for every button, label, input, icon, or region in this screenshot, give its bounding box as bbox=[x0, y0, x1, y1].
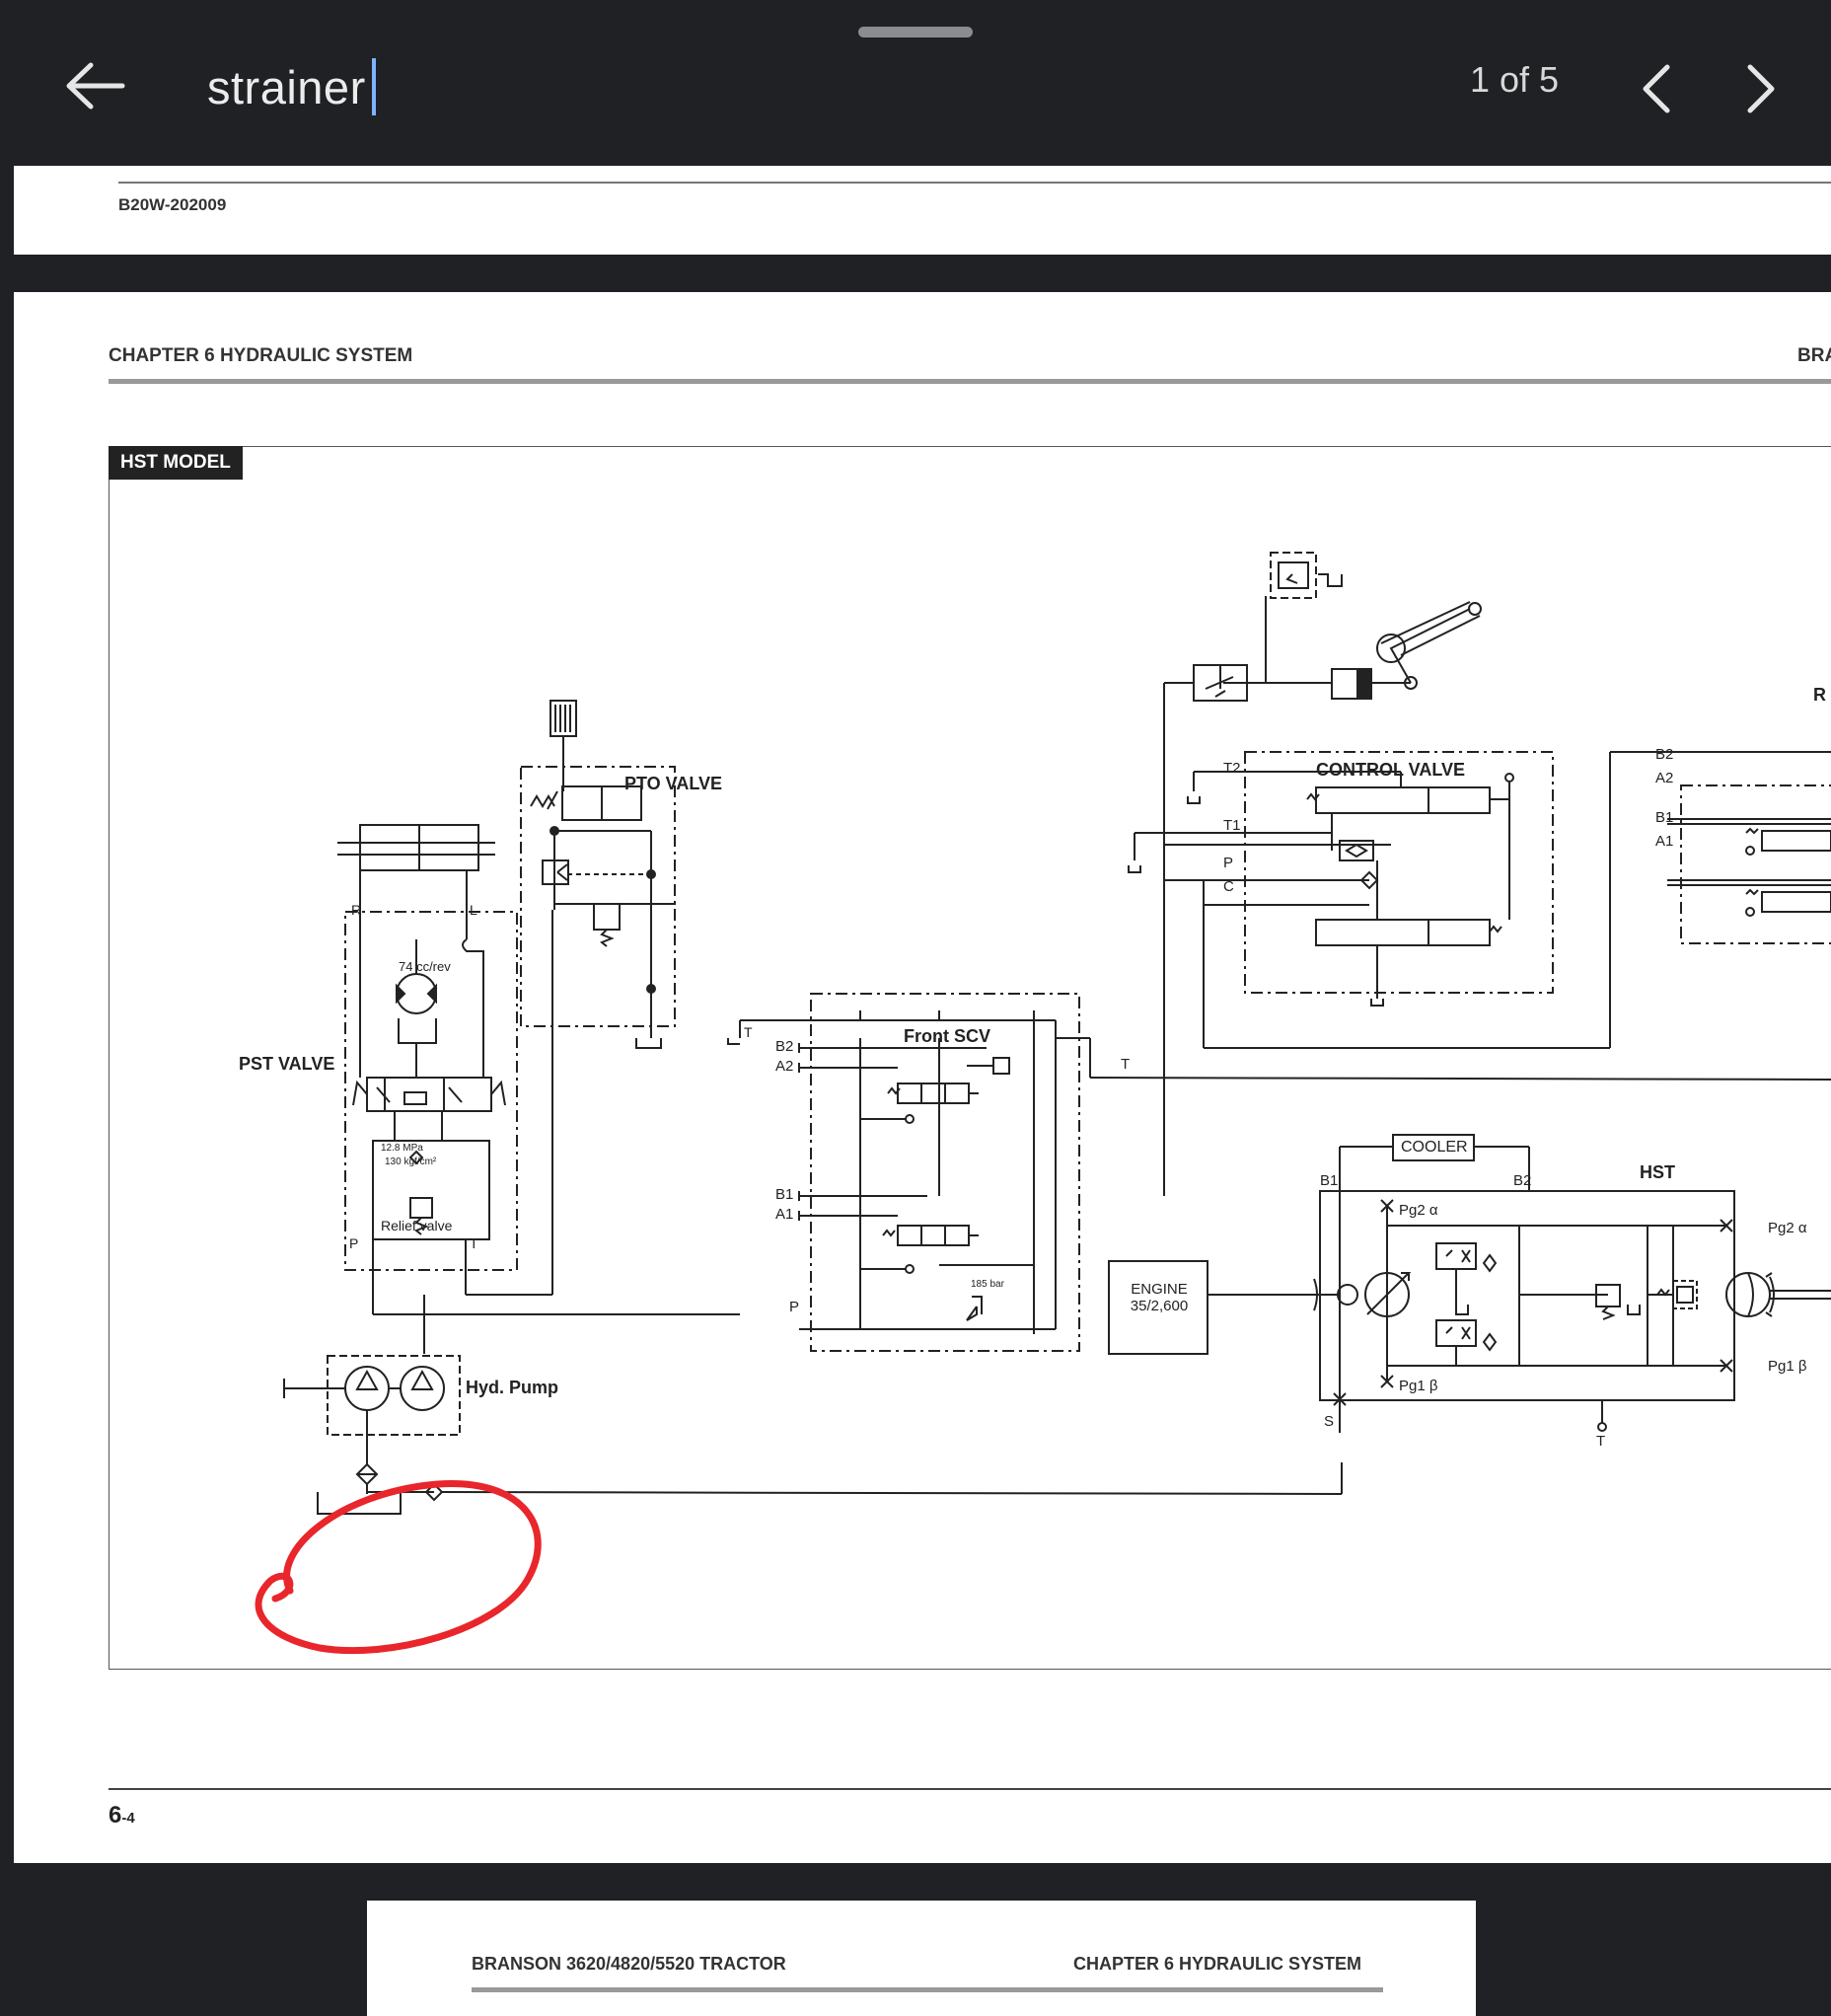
engine-rating: 35/2,600 bbox=[1130, 1298, 1189, 1314]
hst-group bbox=[1108, 1134, 1831, 1433]
diagram-frame bbox=[109, 446, 1831, 1670]
search-toolbar: strainer 1 of 5 bbox=[0, 0, 1831, 166]
pst-port-p-label: P bbox=[349, 1235, 359, 1251]
back-button[interactable] bbox=[61, 57, 132, 114]
scv-a2-label: A2 bbox=[775, 1058, 794, 1075]
chevron-left-icon bbox=[1643, 64, 1670, 113]
engine-label: ENGINE 35/2,600 bbox=[1123, 1281, 1196, 1314]
control-valve-label: CONTROL VALVE bbox=[1316, 760, 1466, 780]
pst-valve-group bbox=[337, 824, 518, 1314]
relief-kgf-unit: kgf/cm² bbox=[403, 1157, 437, 1167]
arrow-left-icon bbox=[66, 62, 125, 110]
relief-kgf-value: 130 bbox=[385, 1157, 402, 1167]
scv-relief-label: 185 bar bbox=[971, 1279, 1004, 1290]
cooler-label: COOLER bbox=[1401, 1139, 1468, 1156]
search-input[interactable]: strainer bbox=[207, 51, 376, 122]
hyd-pump-label: Hyd. Pump bbox=[466, 1378, 559, 1397]
rv-a2-label: A2 bbox=[1655, 770, 1674, 786]
remote-valve-group bbox=[1667, 784, 1831, 944]
previous-page: B20W-202009 bbox=[14, 166, 1831, 255]
pg1-beta-right-label: Pg1 β bbox=[1768, 1358, 1807, 1375]
page-number-main: 6 bbox=[109, 1802, 122, 1829]
document-code: B20W-202009 bbox=[118, 195, 227, 214]
relief-mpa-value: 12.8 bbox=[381, 1143, 401, 1154]
scv-relief-unit: bar bbox=[989, 1279, 1004, 1290]
drag-handle[interactable] bbox=[858, 27, 973, 37]
remote-valve-label-fragment: R bbox=[1813, 685, 1826, 705]
next-match-button[interactable] bbox=[1730, 59, 1790, 118]
pg1-beta-left-label: Pg1 β bbox=[1399, 1378, 1438, 1394]
relief-mpa-unit: MPa bbox=[403, 1143, 423, 1154]
pg2-alpha-right-label: Pg2 α bbox=[1768, 1220, 1807, 1236]
next-page-header-rule bbox=[472, 1987, 1383, 1992]
pst-port-t-label: T bbox=[470, 1235, 478, 1251]
chevron-right-icon bbox=[1747, 64, 1775, 113]
next-page-header-right: CHAPTER 6 HYDRAULIC SYSTEM bbox=[1073, 1954, 1362, 1974]
port-r-label: R bbox=[351, 902, 362, 918]
page-rule bbox=[118, 182, 1831, 184]
hst-b2-label: B2 bbox=[1513, 1172, 1532, 1189]
next-page: BRANSON 3620/4820/5520 TRACTOR CHAPTER 6… bbox=[367, 1901, 1476, 2016]
previous-match-button[interactable] bbox=[1628, 59, 1687, 118]
motor-rate-label: 74 cc/rev bbox=[399, 959, 451, 974]
hst-b1-label: B1 bbox=[1320, 1172, 1339, 1189]
header-rule bbox=[109, 379, 1831, 384]
relief-pressure-kgf: 130 kgf/cm² bbox=[385, 1157, 436, 1167]
rv-b1-label: B1 bbox=[1655, 809, 1674, 826]
engine-name: ENGINE bbox=[1131, 1281, 1188, 1298]
scv-relief-value: 185 bbox=[971, 1279, 988, 1290]
hydraulic-pump-group bbox=[283, 910, 1343, 1515]
control-valve-group bbox=[1128, 552, 1831, 1196]
hst-s-label: S bbox=[1324, 1413, 1335, 1430]
cv-t1-label: T1 bbox=[1223, 817, 1241, 834]
text-cursor bbox=[371, 58, 376, 115]
header-right-text: BRA bbox=[1797, 345, 1831, 366]
scv-t-label: T bbox=[744, 1024, 753, 1040]
search-query[interactable]: strainer bbox=[207, 60, 366, 113]
scv-a1-label: A1 bbox=[775, 1206, 794, 1223]
pg2-alpha-left-label: Pg2 α bbox=[1399, 1202, 1438, 1219]
relief-pressure-mpa: 12.8 MPa bbox=[381, 1143, 423, 1154]
chapter-header: CHAPTER 6 HYDRAULIC SYSTEM bbox=[109, 345, 413, 366]
front-scv-group bbox=[727, 993, 1831, 1352]
pst-valve-label: PST VALVE bbox=[239, 1054, 335, 1074]
page-number-sub: -4 bbox=[121, 1810, 135, 1827]
cv-p-label: P bbox=[1223, 855, 1234, 871]
scv-b1-label: B1 bbox=[775, 1186, 794, 1203]
front-scv-label: Front SCV bbox=[904, 1026, 990, 1046]
page-number: 6-4 bbox=[109, 1802, 135, 1829]
pto-valve-label: PTO VALVE bbox=[624, 774, 723, 793]
diagram-labels: PTO VALVE CONTROL VALVE R PST VALVE 74 c… bbox=[109, 446, 1831, 1670]
rv-a1-label: A1 bbox=[1655, 833, 1674, 850]
scv-t-right-label: T bbox=[1121, 1056, 1131, 1073]
scv-p-label: P bbox=[789, 1299, 800, 1315]
model-badge: HST MODEL bbox=[109, 446, 243, 480]
relief-valve-label: Relief valve bbox=[381, 1218, 453, 1233]
match-counter: 1 of 5 bbox=[1470, 59, 1560, 100]
cv-c-label: C bbox=[1223, 878, 1234, 895]
footer-rule bbox=[109, 1788, 1831, 1790]
next-page-header-left: BRANSON 3620/4820/5520 TRACTOR bbox=[472, 1954, 786, 1974]
cv-t2-label: T2 bbox=[1223, 760, 1241, 777]
rv-b2-label: B2 bbox=[1655, 746, 1674, 763]
scv-b2-label: B2 bbox=[775, 1038, 794, 1055]
hydraulic-schematic bbox=[283, 552, 1831, 1515]
hst-label: HST bbox=[1640, 1162, 1675, 1182]
red-annotation-circle bbox=[255, 1480, 542, 1655]
pto-valve-group bbox=[520, 700, 676, 1049]
port-l-label: L bbox=[470, 902, 477, 918]
hst-t-label: T bbox=[1596, 1433, 1606, 1450]
document-page: CHAPTER 6 HYDRAULIC SYSTEM BRA bbox=[14, 292, 1831, 1863]
